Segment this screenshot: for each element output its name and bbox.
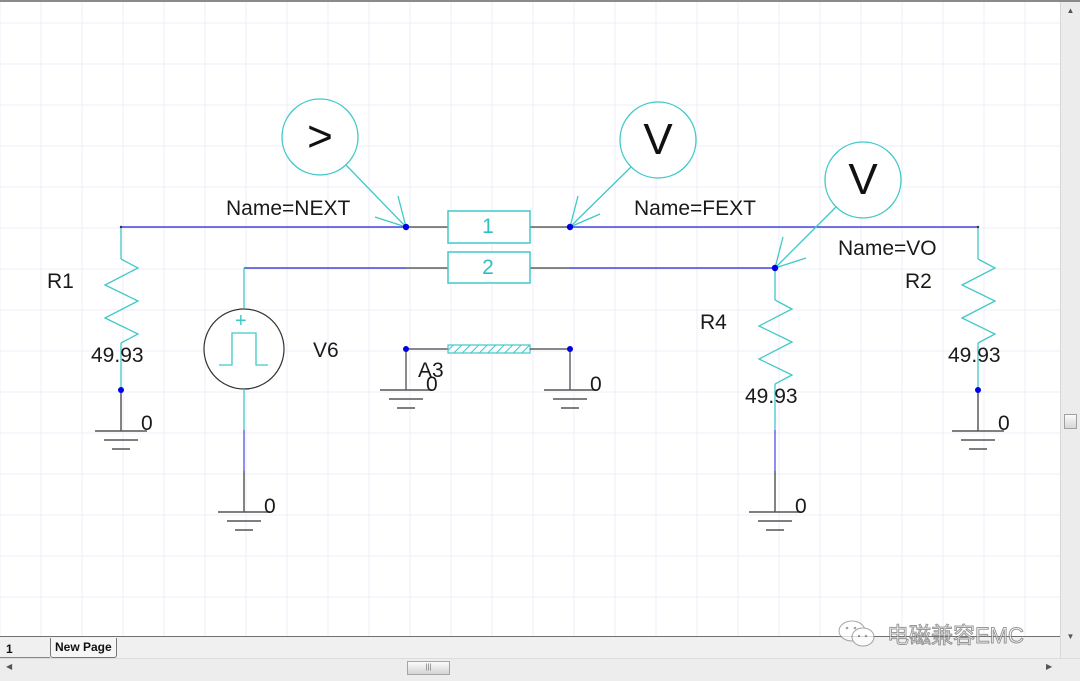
ground-label-r4: 0 — [795, 495, 807, 518]
schematic-drawing — [0, 2, 1060, 636]
ground-label-r1: 0 — [141, 412, 153, 435]
probe-vo[interactable] — [771, 141, 902, 272]
transmission-line-1[interactable] — [447, 210, 531, 244]
ground-symbol-icon — [218, 511, 270, 531]
resistor-r4-value: 49.93 — [745, 385, 798, 408]
grid — [0, 2, 1060, 636]
ground-label-r2: 0 — [998, 412, 1010, 435]
probe-vo-glyph: V — [848, 155, 878, 204]
resistor-r1-value: 49.93 — [91, 344, 144, 367]
pulse-source-v6[interactable] — [203, 268, 285, 512]
probe-fext[interactable] — [566, 101, 697, 231]
coupling-model-a3[interactable] — [403, 344, 573, 390]
probe-fext-glyph: V — [643, 115, 673, 164]
probe-fext-label: Name=FEXT — [634, 197, 756, 220]
transmission-line-1-label: 1 — [482, 215, 494, 238]
ground-label-v6: 0 — [264, 495, 276, 518]
horizontal-scroll-thumb[interactable]: ||| — [407, 661, 450, 675]
vertical-scroll-thumb[interactable] — [1064, 414, 1077, 429]
watermark: 电磁兼容EMC — [835, 618, 1024, 650]
ground-symbol-icon — [380, 389, 432, 409]
resistor-r2-value: 49.93 — [948, 344, 1001, 367]
coupling-label: A3 — [418, 359, 444, 382]
page-number: 1 — [0, 637, 50, 658]
tab-new-page[interactable]: New Page — [50, 638, 117, 658]
ground-symbol-icon — [749, 511, 801, 531]
window-top-border — [0, 0, 1080, 2]
source-plus-sign: + — [235, 310, 247, 332]
scroll-left-arrow-icon[interactable]: ◀ — [6, 662, 13, 671]
ground-symbol-icon — [544, 389, 596, 409]
scroll-right-arrow-icon[interactable]: ▶ — [1046, 662, 1053, 671]
source-v6-name: V6 — [313, 339, 339, 362]
probe-next[interactable] — [281, 98, 410, 231]
probe-next-glyph: > — [307, 112, 333, 161]
probe-vo-label: Name=VO — [838, 237, 937, 260]
watermark-text: 电磁兼容EMC — [887, 623, 1025, 649]
horizontal-scrollbar[interactable]: ◀ ||| ▶ — [0, 658, 1080, 681]
ground-label-a3-right: 0 — [590, 373, 602, 396]
resistor-r1-name: R1 — [47, 270, 74, 293]
schematic-canvas[interactable]: > V V Name=NEXT Name=FEXT Name=VO 1 2 A3… — [0, 2, 1060, 636]
resistor-r2-name: R2 — [905, 270, 932, 293]
page-tab-bar: 1 New Page — [0, 636, 1060, 658]
resistor-r1[interactable] — [103, 227, 140, 431]
ground-symbol-icon — [95, 430, 147, 450]
scroll-down-arrow-icon[interactable]: ▼ — [1066, 632, 1075, 641]
vertical-scrollbar[interactable]: ▲ ▼ — [1060, 2, 1080, 658]
scroll-up-arrow-icon[interactable]: ▲ — [1066, 6, 1075, 15]
transmission-line-2[interactable] — [447, 251, 531, 284]
ground-label-a3-left: 0 — [426, 373, 438, 396]
resistor-r2[interactable] — [960, 227, 997, 431]
ground-symbol-icon — [952, 430, 1004, 450]
wechat-icon — [838, 620, 875, 647]
transmission-line-2-label: 2 — [482, 256, 494, 279]
probe-next-label: Name=NEXT — [226, 197, 351, 220]
grounds — [95, 389, 1004, 531]
resistor-r4-name: R4 — [700, 311, 727, 334]
